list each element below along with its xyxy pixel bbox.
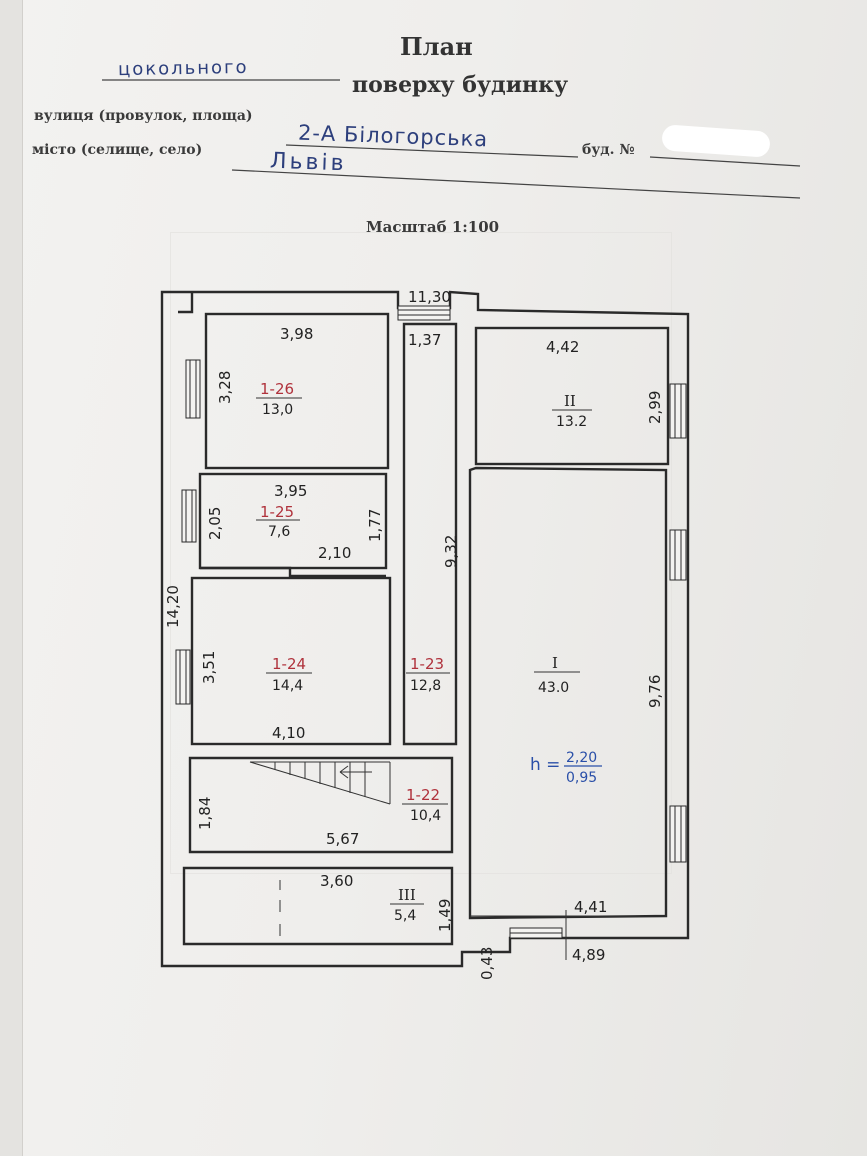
misc-marks [279,880,640,960]
room-1-25-height: 2,05 [206,507,224,540]
document-title: План [400,32,473,61]
room-i-width: 4,41 [574,898,607,916]
windows [175,305,687,939]
room-1-23-height: 9,32 [442,535,460,568]
room-1-22-height: 1,84 [196,797,214,830]
room-1-25-dim-a: 1,77 [366,509,384,542]
height-sub: 0,95 [566,770,597,786]
room-1-24-height: 3,51 [200,651,218,684]
stairs [249,761,391,805]
room-i-height: 9,76 [646,675,664,708]
overall-width: 11,30 [408,288,451,306]
room-1-22-area: 10,4 [410,808,441,824]
overall-height: 14,20 [164,585,182,628]
room-iii-width: 3,60 [320,872,353,890]
room-1-24-code: 1-24 [272,655,306,673]
city-label: місто (селище, село) [32,142,203,158]
room-1-25-code: 1-25 [260,503,294,521]
room-1-23-width: 1,37 [408,331,441,349]
height-value: 2,20 [566,750,597,766]
room-ii-area: 13.2 [556,414,587,430]
height-prefix: h = [530,755,560,775]
scale-label: Масштаб 1:100 [366,218,500,236]
overall-bottom: 4,89 [572,946,605,964]
room-1-22-code: 1-22 [406,786,440,804]
building-label: буд. № [582,142,635,158]
overall-offset: 0,43 [478,947,496,980]
street-label: вулиця (провулок, площа) [34,108,253,124]
room-1-24-area: 14,4 [272,678,303,694]
building-underline [649,156,801,167]
room-1-25-area: 7,6 [268,524,290,540]
room-1-23-area: 12,8 [410,678,441,694]
walls [160,290,690,968]
room-ii-width: 4,42 [546,338,579,356]
room-ii-code: II [564,392,576,410]
room-1-25-dim-b: 2,10 [318,544,351,562]
room-iii-height: 1,49 [436,899,454,932]
room-i-code: I [552,654,558,672]
page-fold [0,0,23,1156]
city-underline [231,169,801,199]
room-1-26-height: 3,28 [216,371,234,404]
floor-printed: поверху будинку [352,72,569,98]
street-underline [285,144,579,158]
room-1-25-width: 3,95 [274,482,307,500]
room-1-22-width: 5,67 [326,830,359,848]
room-1-24-width: 4,10 [272,724,305,742]
room-1-26-width: 3,98 [280,325,313,343]
room-1-23-code: 1-23 [410,655,444,673]
room-i-area: 43.0 [538,680,569,696]
room-iii-code: III [398,886,416,904]
room-iii-area: 5,4 [394,908,416,924]
room-1-26-code: 1-26 [260,380,294,398]
room-ii-height: 2,99 [646,391,664,424]
room-1-26-area: 13,0 [262,402,293,418]
